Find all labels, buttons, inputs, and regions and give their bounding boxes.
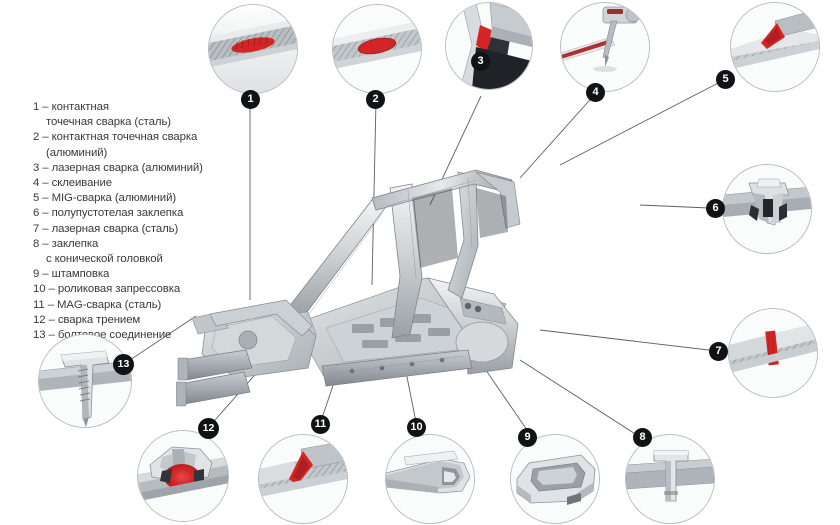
legend-item-2-line1: 2 – контактная точечная сварка xyxy=(33,131,198,144)
legend-item-11: 11 – MAG-сварка (сталь) xyxy=(33,298,162,311)
badge-11-label: 11 xyxy=(314,418,327,430)
conical-head-rivet-section-icon xyxy=(626,435,714,523)
laser-weld-seam-red-icon xyxy=(729,309,817,397)
leader-6 xyxy=(639,204,710,209)
spot-weld-oval-red-icon xyxy=(333,5,421,93)
bolt-screw-section-icon xyxy=(39,335,131,427)
callout-laser-weld-aluminium[interactable] xyxy=(445,2,533,90)
badge-7[interactable]: 7 xyxy=(709,342,728,361)
callout-resistance-spot-weld-steel[interactable] xyxy=(208,4,298,94)
friction-weld-glow-red-icon xyxy=(138,431,228,521)
badge-9[interactable]: 9 xyxy=(518,428,537,447)
badge-2[interactable]: 2 xyxy=(366,90,385,109)
callout-laser-weld-steel[interactable] xyxy=(728,308,818,398)
legend-item-8: 8 – заклепка с конической головкой xyxy=(33,237,223,267)
legend-item-8-line2: с конической головкой xyxy=(46,253,163,266)
legend-item-2: 2 – контактная точечная сварка (алюминий… xyxy=(33,130,223,160)
semi-hollow-rivet-section-icon xyxy=(723,165,811,253)
badge-10[interactable]: 10 xyxy=(407,418,426,437)
legend-item-1-line1: 1 – контактная xyxy=(33,101,109,113)
legend-item-9: 9 – штамповка xyxy=(33,268,110,281)
badge-13-label: 13 xyxy=(117,358,130,371)
legend-item-6: 6 – полупустотелая заклепка xyxy=(33,207,184,220)
badge-6[interactable]: 6 xyxy=(706,199,725,218)
car-body-frame-illustration xyxy=(176,169,521,407)
spot-weld-seam-red-icon xyxy=(209,5,297,93)
adhesive-applicator-nozzle-icon xyxy=(561,3,649,91)
legend-item-1: 1 – контактная точечная сварка (сталь) xyxy=(33,100,223,130)
legend: 1 – контактная точечная сварка (сталь) 2… xyxy=(33,100,223,343)
callout-resistance-spot-weld-aluminium[interactable] xyxy=(332,4,422,94)
badge-3[interactable]: 3 xyxy=(471,52,490,71)
legend-item-5: 5 – MIG-сварка (алюминий) xyxy=(33,192,177,205)
hemmed-edge-section-icon xyxy=(386,435,474,523)
legend-item-4: 4 – склеивание xyxy=(33,177,112,190)
badge-13[interactable]: 13 xyxy=(113,354,134,375)
callout-adhesive-bonding[interactable] xyxy=(560,2,650,92)
legend-item-7: 7 – лазерная сварка (сталь) xyxy=(33,222,179,235)
callout-stamping[interactable] xyxy=(510,434,600,524)
mig-weld-bead-red-icon xyxy=(731,3,819,91)
legend-item-2-line2: (алюминий) xyxy=(46,146,108,159)
badge-8[interactable]: 8 xyxy=(633,428,652,447)
badge-10-label: 10 xyxy=(410,421,423,433)
badge-1[interactable]: 1 xyxy=(241,90,260,109)
legend-item-8-line1: 8 – заклепка xyxy=(33,237,99,250)
badge-4[interactable]: 4 xyxy=(586,83,605,102)
callout-friction-welding[interactable] xyxy=(137,430,229,522)
callout-conical-head-rivet[interactable] xyxy=(625,434,715,524)
leader-8 xyxy=(519,359,641,438)
legend-item-1-line2: точечная сварка (сталь) xyxy=(46,116,171,129)
badge-11[interactable]: 11 xyxy=(311,415,330,434)
leader-5 xyxy=(559,79,725,166)
corner-laser-weld-red-icon xyxy=(446,3,532,89)
callout-mag-weld-steel[interactable] xyxy=(258,434,348,524)
legend-item-3: 3 – лазерная сварка (алюминий) xyxy=(33,161,203,174)
badge-5[interactable]: 5 xyxy=(716,70,735,89)
badge-12[interactable]: 12 xyxy=(198,418,219,439)
stamped-form-section-icon xyxy=(511,435,599,523)
legend-item-12: 12 – сварка трением xyxy=(33,313,141,326)
callout-semi-hollow-rivet[interactable] xyxy=(722,164,812,254)
leader-7 xyxy=(539,329,718,352)
mag-weld-fillet-red-icon xyxy=(259,435,347,523)
callout-bolted-joint[interactable] xyxy=(38,334,132,428)
callout-mig-weld-aluminium[interactable] xyxy=(730,2,820,92)
legend-item-10: 10 – роликовая запрессовка xyxy=(33,283,181,296)
badge-12-label: 12 xyxy=(202,422,215,435)
callout-roller-hemming[interactable] xyxy=(385,434,475,524)
